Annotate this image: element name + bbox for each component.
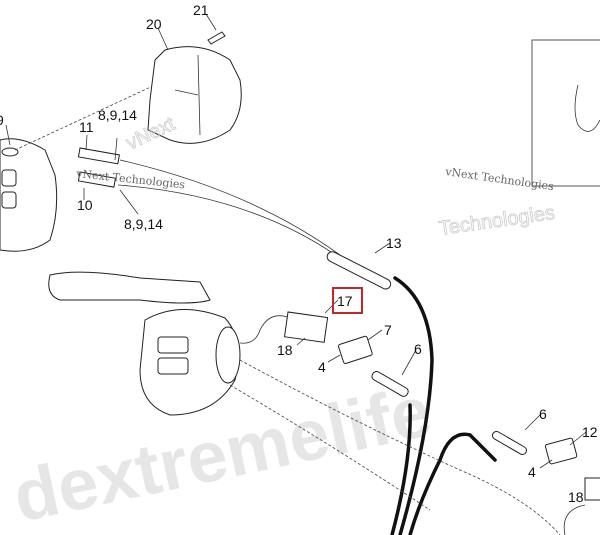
harness-wire-3 (408, 432, 497, 535)
harness-sleeve (326, 251, 392, 290)
highlight-box (332, 287, 363, 314)
lead-wire-right (563, 504, 586, 535)
switch-assembly-lower (48, 271, 241, 416)
callout-11: 11 (79, 119, 94, 135)
lead-wire (239, 315, 291, 344)
leader-lines (5, 13, 587, 469)
wires-thin (117, 159, 341, 259)
watermark-vnext-outline-2: Technologies (438, 202, 557, 240)
alignment-line (14, 84, 156, 151)
cable-tie-part (574, 84, 600, 132)
callout-12: 12 (582, 424, 598, 440)
watermark-vnext-1: vNext Technologies (75, 167, 186, 191)
callout-18: 18 (277, 342, 293, 358)
callout-17[interactable]: 17 (337, 293, 353, 309)
callout-6: 6 (414, 341, 422, 357)
callout-4-right: 4 (528, 464, 536, 480)
tube-6-right (491, 430, 527, 455)
screw-part (207, 31, 226, 45)
callout-8-9-14-top: 8,9,14 (98, 107, 137, 123)
callout-8-9-14-bottom: 8,9,14 (124, 216, 163, 232)
inset-frame (531, 39, 600, 187)
harness-wire-1 (393, 276, 434, 535)
connector-10 (77, 171, 117, 188)
connector-18-right (584, 477, 600, 501)
connector-4 (338, 335, 373, 365)
routing-lines (229, 359, 561, 535)
tube-6 (371, 370, 409, 397)
callout-10: 10 (77, 197, 93, 213)
housing-cover-part (147, 46, 242, 144)
connector-18 (283, 311, 329, 343)
connector-11 (77, 147, 120, 165)
callout-20: 20 (146, 16, 162, 32)
connector-4-right (544, 437, 578, 465)
callout-18-right: 18 (568, 489, 584, 505)
switch-housing-top (0, 138, 58, 252)
callout-6-right: 6 (539, 406, 547, 422)
callout-21: 21 (193, 2, 209, 18)
harness-wire-2 (390, 403, 412, 535)
callout-7: 7 (384, 322, 392, 338)
callout-9: 9 (0, 112, 4, 128)
callout-4: 4 (318, 359, 326, 375)
callout-13: 13 (386, 235, 402, 251)
